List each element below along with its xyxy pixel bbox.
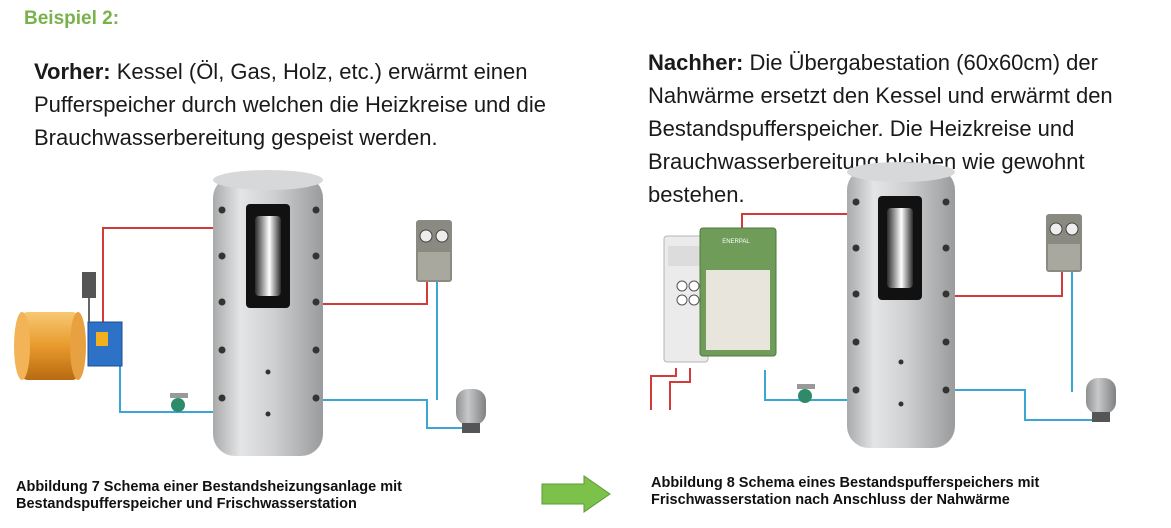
figure-caption-right: Abbildung 8 Schema eines Bestandspuffers… bbox=[651, 475, 1171, 509]
after-text: Die Übergabestation (60x60cm) der Nahwär… bbox=[648, 50, 1113, 207]
section-heading: Beispiel 2: bbox=[24, 8, 120, 29]
after-label: Nachher: bbox=[648, 50, 744, 75]
arrow-right-icon bbox=[541, 475, 611, 513]
caption-left-line1: Abbildung 7 Schema einer Bestandsheizung… bbox=[16, 479, 402, 495]
pump-left bbox=[170, 393, 188, 412]
expansion-vessel-right bbox=[1086, 378, 1116, 422]
fresh-water-station-left bbox=[416, 220, 452, 282]
cold-pipe-left-out bbox=[323, 399, 471, 429]
before-text: Kessel (Öl, Gas, Holz, etc.) erwärmt ein… bbox=[34, 59, 546, 150]
fresh-water-station-right bbox=[1046, 214, 1082, 272]
before-description: Vorher: Kessel (Öl, Gas, Holz, etc.) erw… bbox=[34, 55, 554, 154]
before-label: Vorher: bbox=[34, 59, 111, 84]
figure-caption-left: Abbildung 7 Schema einer Bestandsheizung… bbox=[16, 479, 536, 513]
expansion-vessel-left bbox=[456, 389, 486, 433]
caption-left-line2: Bestandspufferspeicher und Frischwassers… bbox=[16, 496, 357, 512]
oil-tank bbox=[14, 312, 86, 380]
hot-pipe-left bbox=[102, 227, 213, 322]
hot-pipe-left-out bbox=[323, 282, 428, 305]
station-brand: ENERPAL bbox=[722, 239, 750, 245]
caption-right-line1: Abbildung 8 Schema eines Bestandspuffers… bbox=[651, 475, 1040, 491]
transfer-station: ENERPAL bbox=[663, 227, 777, 363]
buffer-tank-left bbox=[213, 170, 323, 456]
after-description: Nachher: Die Übergabestation (60x60cm) d… bbox=[648, 46, 1168, 211]
right-schematic: ENERPAL bbox=[650, 162, 1116, 448]
cold-pipe-left bbox=[119, 360, 213, 413]
pump-right bbox=[797, 384, 815, 403]
buffer-tank-right bbox=[847, 162, 955, 448]
left-schematic bbox=[14, 170, 486, 456]
caption-right-line2: Frischwasserstation nach Anschluss der N… bbox=[651, 492, 1010, 508]
boiler bbox=[82, 272, 123, 367]
